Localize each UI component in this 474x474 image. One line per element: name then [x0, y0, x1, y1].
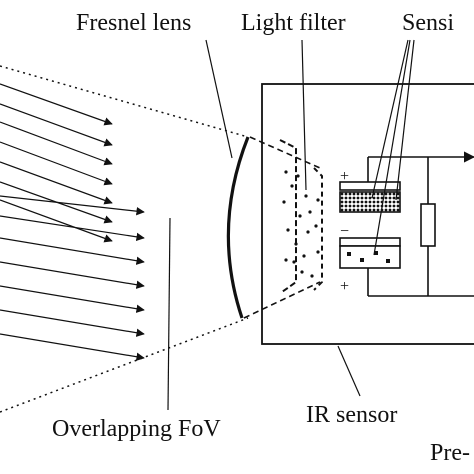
sensing-elements — [339, 181, 401, 269]
polarity-plus-upper: + — [340, 168, 349, 185]
ir-sensor-housing — [261, 83, 474, 345]
label-leaders — [167, 39, 361, 411]
label-light-filter: Light filter — [241, 10, 346, 36]
ir-rays-upper — [0, 83, 113, 243]
polarity-plus-lower: + — [340, 278, 349, 295]
ir-rays-lower — [0, 195, 145, 361]
label-sensing: Sensi — [402, 10, 454, 36]
label-overlapping-fov: Overlapping FoV — [52, 416, 221, 442]
label-ir-sensor: IR sensor — [306, 402, 397, 428]
convergence-lines — [243, 136, 321, 319]
circuit-wiring — [367, 151, 474, 297]
polarity-minus: − — [340, 223, 349, 240]
label-fresnel-lens: Fresnel lens — [76, 10, 191, 36]
fresnel-lens-shape — [226, 136, 250, 319]
resistor — [420, 203, 436, 247]
sensing-leaders — [371, 39, 415, 256]
fov-boundaries — [0, 65, 249, 413]
label-pre: Pre- — [430, 440, 470, 466]
light-filter-shape — [279, 139, 323, 293]
